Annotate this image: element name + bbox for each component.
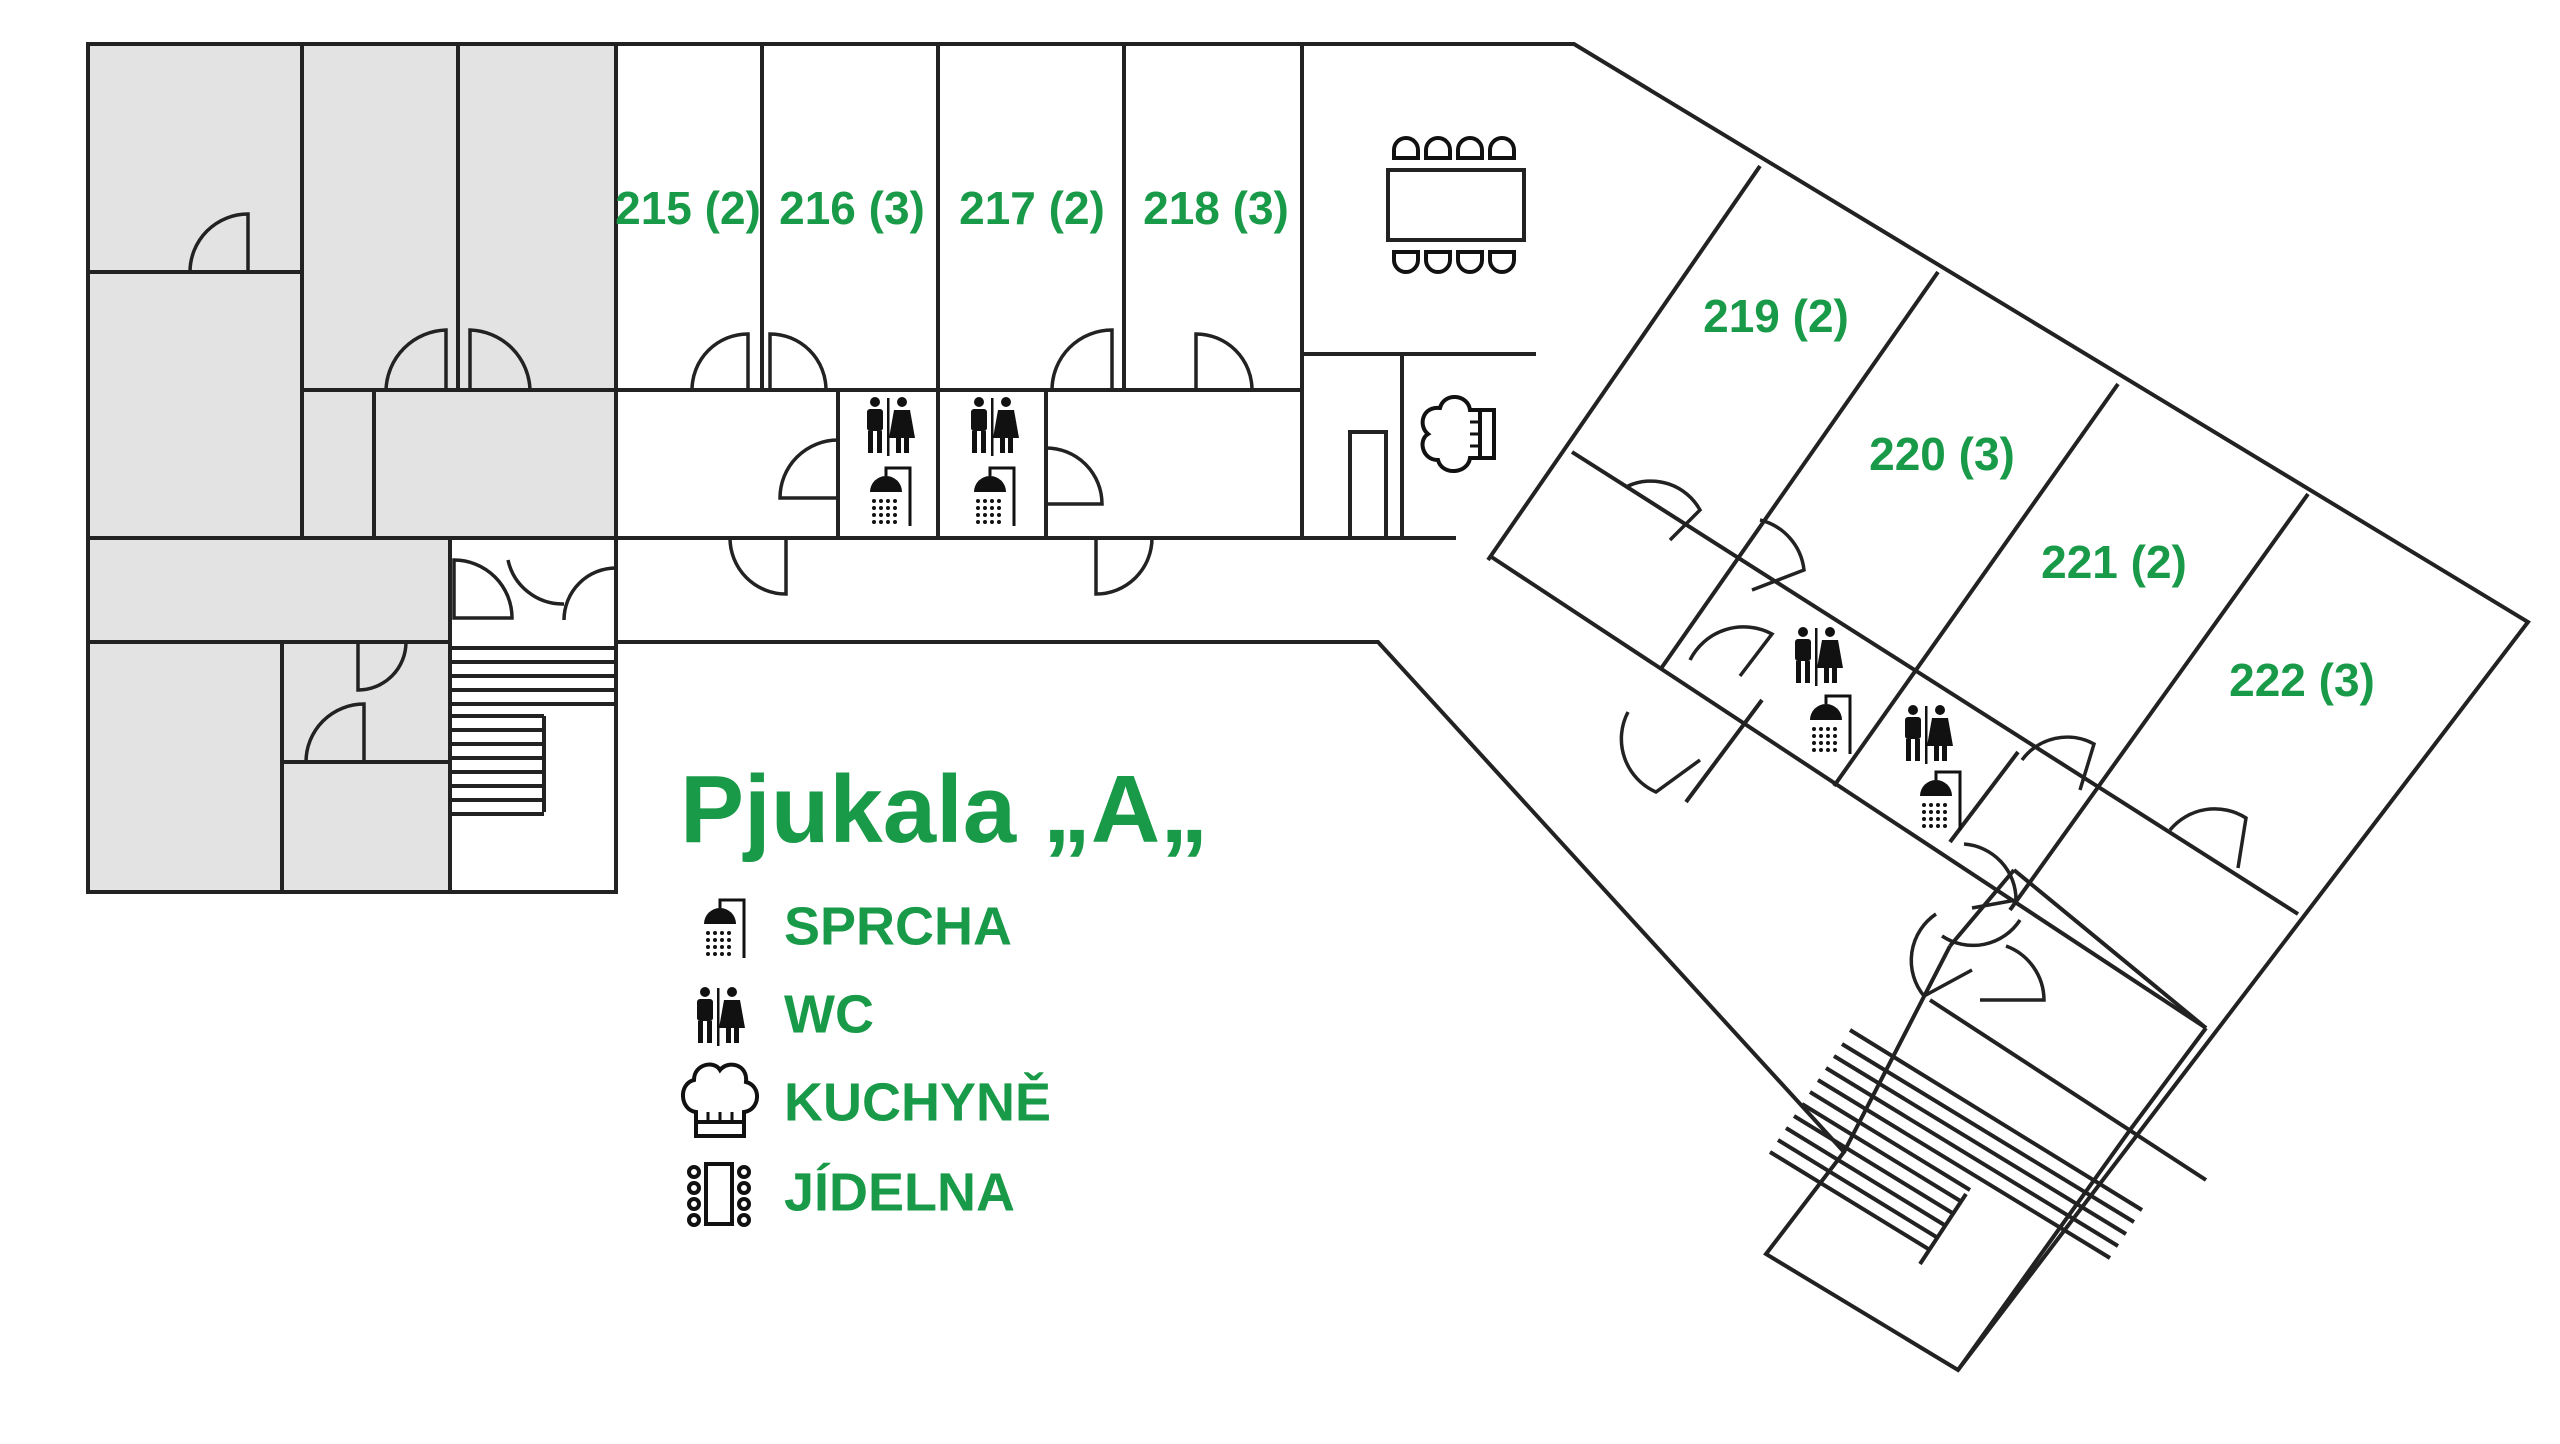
room-219-label: 219 (2)	[1703, 290, 1849, 342]
building-title: Pjukala „A„	[680, 756, 1208, 863]
wc-icon	[697, 987, 745, 1046]
legend-label-shower: SPRCHA	[784, 896, 1012, 956]
room-216-label: 216 (3)	[779, 182, 925, 234]
left-wing	[86, 42, 618, 894]
east-wing-doors	[1619, 479, 2248, 1002]
stairwell-left	[448, 536, 618, 894]
room-218-label: 218 (3)	[1143, 182, 1289, 234]
wc-icon	[1905, 705, 1953, 764]
shower-icon	[702, 898, 746, 960]
legend-label-wc: WC	[784, 984, 874, 1044]
dining-table-icon	[687, 1162, 751, 1227]
room-221-label: 221 (2)	[2041, 536, 2187, 588]
stairwell-east	[1768, 1028, 2144, 1266]
chef-hat-icon	[680, 1062, 760, 1138]
kitchen-icon	[1420, 394, 1496, 474]
shower-icon	[1808, 694, 1852, 756]
dining-area	[1386, 136, 1526, 274]
legend-label-kitchen: KUCHYNĚ	[784, 1071, 1051, 1132]
north-corridor	[616, 44, 1536, 596]
legend-label-dining: JÍDELNA	[784, 1162, 1015, 1222]
room-217-label: 217 (2)	[959, 182, 1105, 234]
legend: SPRCHA WC KUCHYNĚ JÍDELNA	[680, 896, 1051, 1227]
room-215-label: 215 (2)	[615, 182, 761, 234]
building-outline	[616, 42, 2531, 1373]
room-220-label: 220 (3)	[1869, 428, 2015, 480]
wc-icon	[1795, 627, 1843, 686]
shower-icon	[1918, 770, 1962, 832]
room-222-label: 222 (3)	[2229, 654, 2375, 706]
